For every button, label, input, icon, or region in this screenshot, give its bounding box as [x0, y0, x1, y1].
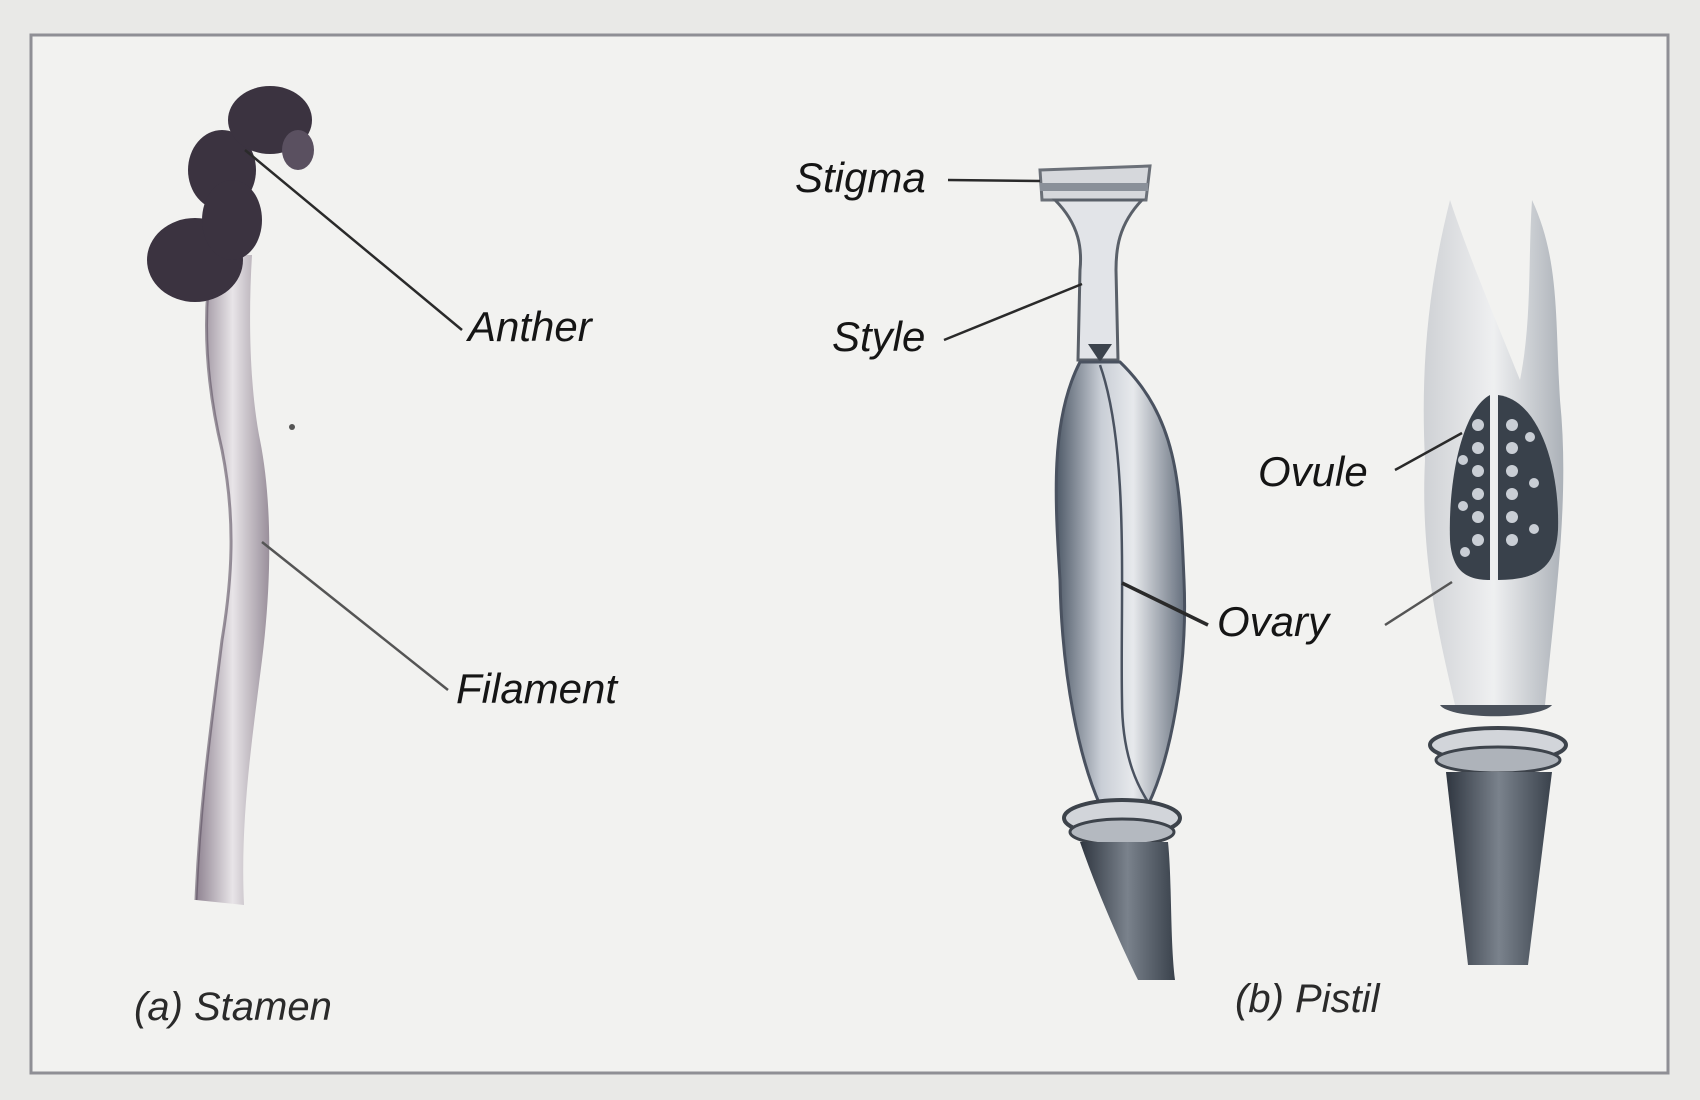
- style-label: Style: [832, 313, 926, 360]
- stamen-caption: (a) Stamen: [134, 985, 332, 1029]
- stigma-label: Stigma: [795, 154, 926, 201]
- ovary-label: Ovary: [1217, 598, 1330, 645]
- pistil-section-illustration: [1384, 200, 1568, 965]
- figure-frame: [29, 33, 1670, 1075]
- ovary-leader-line-1: [1121, 581, 1209, 627]
- ovule-label: Ovule: [1258, 448, 1368, 495]
- filament: [196, 255, 270, 905]
- pistil-exterior-illustration: [943, 164, 1209, 980]
- ovule-leader-line: [1394, 431, 1463, 472]
- style: [1051, 198, 1146, 362]
- locule-right: [1498, 395, 1559, 580]
- ovule-dots: [1458, 419, 1539, 557]
- anther-label: Anther: [468, 303, 592, 350]
- filament-label: Filament: [456, 665, 618, 712]
- filament-leader-line: [261, 541, 449, 691]
- pedicel: [1080, 842, 1175, 980]
- ovary-leader-line-2: [1384, 580, 1453, 627]
- style-leader-line: [943, 282, 1083, 342]
- locule-left: [1449, 395, 1490, 580]
- pistil-caption: (b) Pistil: [1235, 977, 1380, 1021]
- anther: [147, 86, 314, 302]
- anther-leader-line: [244, 149, 463, 331]
- stigma-leader-line: [947, 178, 1041, 183]
- stamen-illustration: [147, 86, 463, 905]
- ovary-wall: [1423, 200, 1564, 705]
- section-pedicel: [1446, 772, 1552, 965]
